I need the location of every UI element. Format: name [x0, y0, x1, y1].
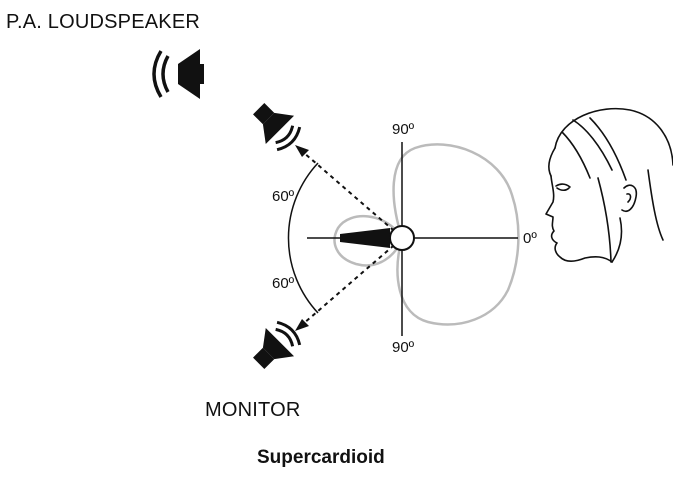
lower-arrow — [295, 239, 401, 331]
pa-speaker-icon — [152, 49, 204, 99]
diagram-title: Supercardioid — [257, 447, 385, 468]
angle-lower-label: 60º — [272, 275, 295, 292]
rejection-arc — [287, 162, 319, 314]
deg-bottom-label: 90º — [392, 339, 415, 356]
rear-lobe — [333, 215, 404, 267]
upper-arrow — [295, 145, 401, 237]
deg-right-label: 0º — [523, 230, 537, 247]
front-lobe — [392, 143, 520, 326]
microphone-icon — [340, 225, 415, 251]
pa-loudspeaker-label: P.A. LOUDSPEAKER — [6, 11, 201, 33]
angle-upper-label: 60º — [272, 188, 295, 205]
upper-speaker-icon — [253, 103, 302, 152]
face-profile-icon — [545, 107, 673, 263]
monitor-label: MONITOR — [205, 399, 301, 421]
deg-top-label: 90º — [392, 121, 415, 138]
lower-speaker-icon — [253, 320, 302, 369]
